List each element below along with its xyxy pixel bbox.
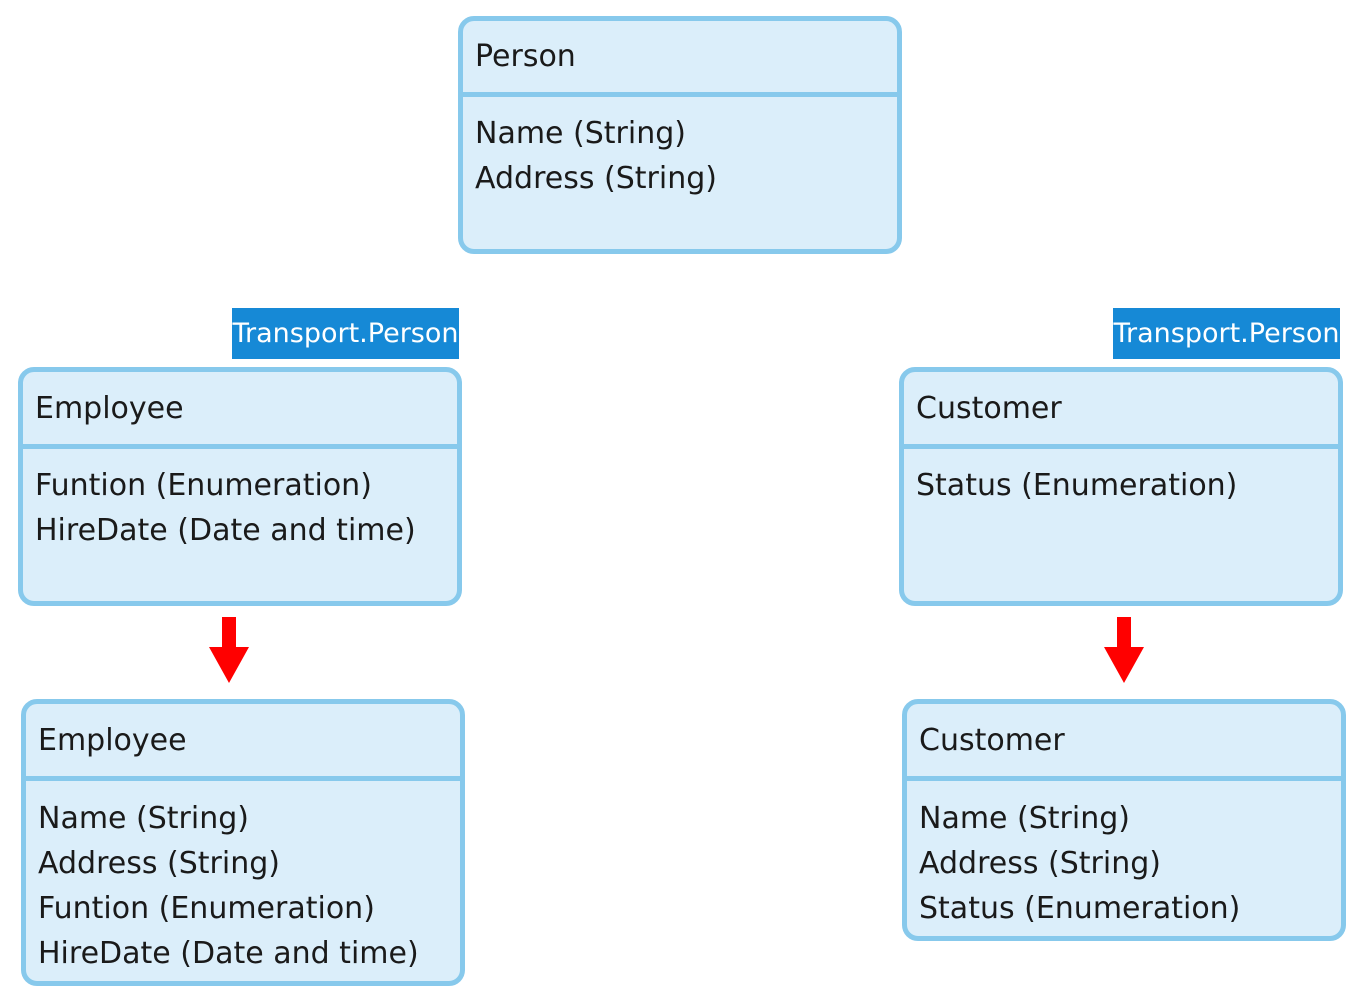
employee-down-arrow-icon	[209, 617, 249, 683]
customer-source-header: Customer	[904, 372, 1338, 449]
employee-source-header: Employee	[23, 372, 457, 449]
customer-result-attribute-status: Status (Enumeration)	[919, 891, 1241, 926]
employee-result-title: Employee	[38, 722, 187, 758]
customer-result-body: Name (String) Address (String) Status (E…	[907, 781, 1341, 931]
employee-source-body: Funtion (Enumeration) HireDate (Date and…	[23, 449, 457, 553]
employee-result-attribute-name: Name (String)	[38, 801, 249, 836]
customer-result-attribute-address: Address (String)	[919, 846, 1161, 881]
customer-source-title: Customer	[916, 390, 1062, 426]
employee-result-header: Employee	[26, 704, 460, 781]
customer-result-attribute-name: Name (String)	[919, 801, 1130, 836]
employee-transport-badge: Transport.Person	[232, 308, 459, 359]
person-entity-header: Person	[463, 21, 897, 97]
customer-result-entity: Customer Name (String) Address (String) …	[902, 699, 1346, 941]
customer-source-attribute-status: Status (Enumeration)	[916, 468, 1238, 503]
person-attribute-address: Address (String)	[475, 161, 717, 196]
customer-transport-badge: Transport.Person	[1113, 308, 1340, 359]
person-entity-body: Name (String) Address (String)	[463, 97, 897, 201]
employee-result-attribute-funtion: Funtion (Enumeration)	[38, 891, 375, 926]
employee-source-attribute-funtion: Funtion (Enumeration)	[35, 468, 372, 503]
person-attribute-name: Name (String)	[475, 116, 686, 151]
employee-result-body: Name (String) Address (String) Funtion (…	[26, 781, 460, 976]
customer-result-title: Customer	[919, 722, 1065, 758]
employee-source-entity: Employee Funtion (Enumeration) HireDate …	[18, 367, 462, 606]
person-entity-title: Person	[475, 39, 576, 74]
employee-source-title: Employee	[35, 390, 184, 426]
employee-result-attribute-hiredate: HireDate (Date and time)	[38, 936, 419, 971]
customer-down-arrow-icon	[1104, 617, 1144, 683]
customer-result-header: Customer	[907, 704, 1341, 781]
employee-result-entity: Employee Name (String) Address (String) …	[21, 699, 465, 986]
employee-result-attribute-address: Address (String)	[38, 846, 280, 881]
customer-source-body: Status (Enumeration)	[904, 449, 1338, 508]
employee-source-attribute-hiredate: HireDate (Date and time)	[35, 513, 416, 548]
person-entity: Person Name (String) Address (String)	[458, 16, 902, 254]
customer-source-entity: Customer Status (Enumeration)	[899, 367, 1343, 606]
